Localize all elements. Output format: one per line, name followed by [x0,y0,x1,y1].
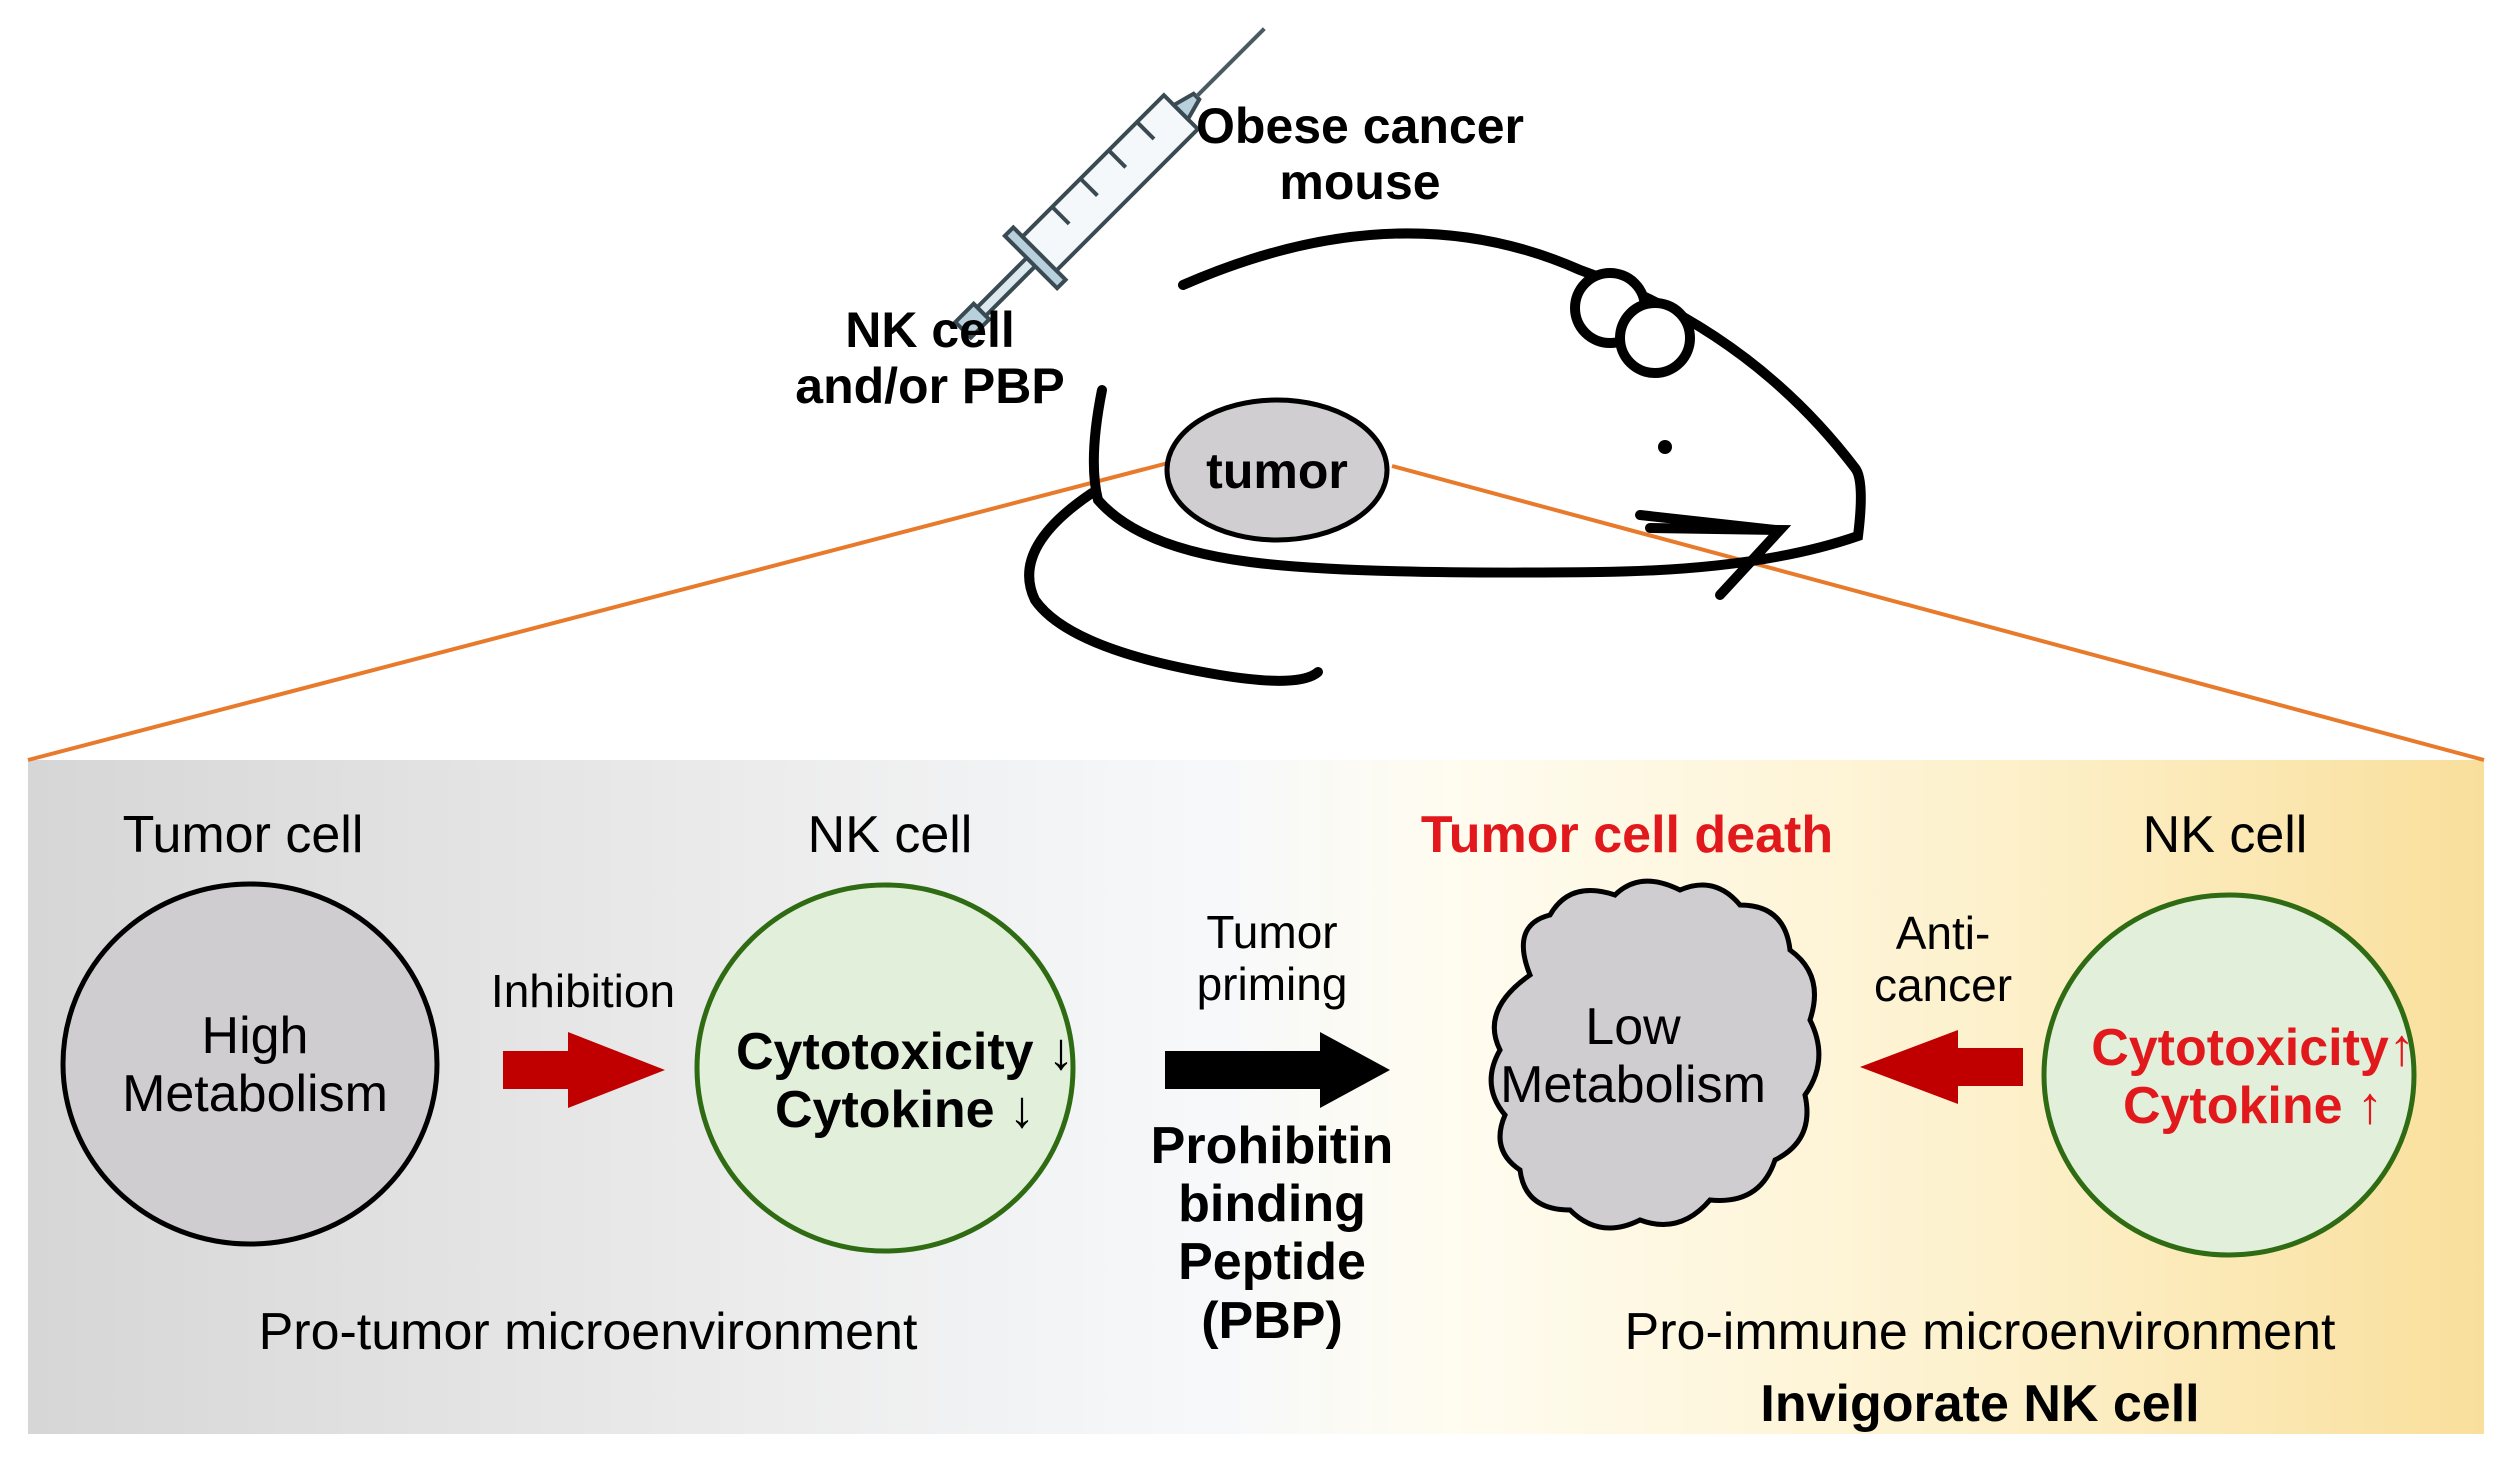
dying-tumor-cell-icon [1488,878,1822,1231]
injection-line1: NK cell [845,302,1015,358]
pbp-line2: binding [1178,1175,1366,1234]
nk-cell-circle-left [694,882,1076,1254]
invigorate-label: Invigorate NK cell [1760,1375,2200,1433]
anticancer-line1: Anti- [1895,907,1991,959]
mouse-eye-icon [1658,440,1672,454]
pbp-line4: (PBP) [1201,1291,1343,1350]
nk-text-right-line2: Cytokine ↑ [2122,1077,2384,1136]
tumor-priming-arrow [1165,1032,1390,1108]
tumor-cell-death-title: Tumor cell death [1420,806,1834,864]
anti-cancer-arrow [1860,1030,2023,1104]
priming-line2: priming [1196,957,1348,1010]
pro-tumor-label: Pro-tumor microenvironment [258,1303,918,1361]
nk-cell-text-left: Cytotoxicity ↓ Cytokine ↓ [736,1023,1074,1139]
mouse-title: Obese cancer mouse [1196,98,1524,210]
syringe-icon [952,27,1266,341]
injection-label: NK cell and/or PBP [795,302,1064,414]
pro-immune-label: Pro-immune microenvironment [1624,1303,2336,1361]
tumor-cell-circle [60,881,440,1247]
zoom-line-right [1391,464,2485,762]
tumor-cell-title: Tumor cell [122,806,364,864]
zoom-line-left [27,461,1169,762]
tumor-cell-text-line2: Metabolism [122,1065,388,1124]
anticancer-line2: cancer [1873,958,2013,1011]
nk-cell-title-left: NK cell [807,806,973,864]
low-metabolism-text: Low Metabolism [1500,998,1766,1114]
low-text-line2: Metabolism [1500,1056,1766,1115]
tumor-priming-label: Tumor priming [1196,906,1348,1010]
low-text-line1: Low [1585,998,1681,1056]
anti-cancer-label: Anti- cancer [1873,907,2013,1011]
nk-text-left-line1: Cytotoxicity ↓ [735,1023,1075,1081]
mouse-title-line1: Obese cancer [1196,98,1524,154]
priming-line1: Tumor [1206,906,1338,958]
nk-cell-text-right: Cytotoxicity↑ Cytokine ↑ [2091,1019,2415,1135]
nk-cell-title-right: NK cell [2142,806,2308,864]
mouse-icon [1024,228,1866,686]
mouse-title-line2: mouse [1279,154,1441,210]
tumor-label: tumor [1206,443,1348,499]
tumor-cell-text: High Metabolism [122,1007,388,1123]
tumor-cell-text-line1: High [201,1007,309,1065]
pbp-label: Prohibitin binding Peptide (PBP) [1151,1117,1394,1350]
nk-cell-circle-right [2041,892,2417,1258]
pbp-line1: Prohibitin [1150,1117,1394,1175]
nk-text-right-line1: Cytotoxicity↑ [2091,1019,2415,1077]
tumor-icon [1164,397,1390,543]
injection-line2: and/or PBP [795,358,1065,414]
nk-text-left-line2: Cytokine ↓ [774,1081,1036,1140]
mouse-ear-icon [1570,268,1695,378]
inhibition-arrow [503,1032,665,1108]
inhibition-label: Inhibition [490,965,676,1017]
pbp-line3: Peptide [1178,1233,1366,1292]
